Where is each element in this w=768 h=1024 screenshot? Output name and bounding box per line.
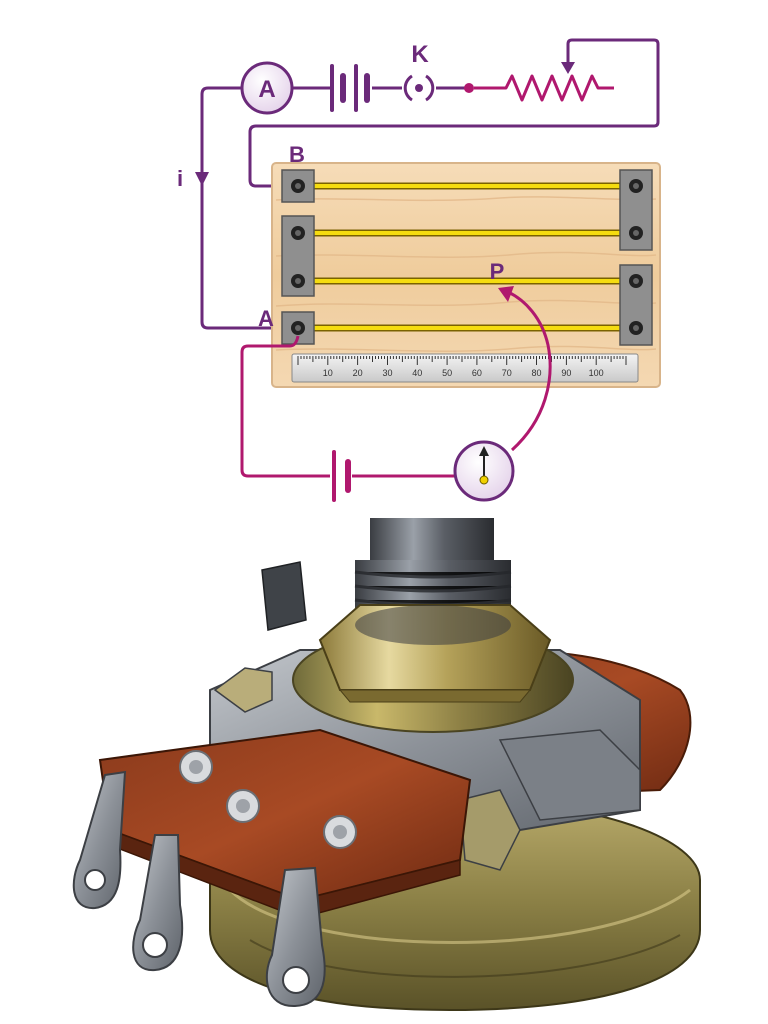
- scale-tick-label: 70: [502, 368, 512, 378]
- terminal-blocks: [281, 169, 653, 346]
- terminal-b-label: B: [289, 142, 305, 167]
- terminal-a-label: A: [258, 306, 274, 331]
- potentiometer-component-image: [72, 518, 701, 1012]
- cell-icon: [332, 450, 351, 502]
- battery-icon: [330, 64, 370, 112]
- key-label: K: [411, 41, 429, 68]
- current-label: i: [177, 166, 183, 191]
- secondary-circuit-wire: [240, 290, 552, 478]
- resistance-wires: [300, 182, 636, 332]
- wooden-board: [271, 162, 661, 388]
- key-icon: [403, 74, 435, 102]
- scale-tick-label: 30: [382, 368, 392, 378]
- scale-tick-label: 80: [531, 368, 541, 378]
- ammeter-label: A: [258, 76, 275, 103]
- ammeter-icon: [240, 61, 294, 115]
- scale-tick-label: 10: [323, 368, 333, 378]
- jockey-arrow: [498, 286, 514, 302]
- primary-circuit-wire: [200, 38, 660, 330]
- scale-tick-label: 100: [589, 368, 604, 378]
- scale-tick-label: 20: [353, 368, 363, 378]
- rivets: [179, 750, 357, 849]
- meter-scale: 10 20 30 40 50 60 70 80 90 100: [291, 353, 639, 383]
- scale-tick-label: 60: [472, 368, 482, 378]
- galvanometer-icon: [453, 440, 515, 502]
- current-direction-arrow: [195, 172, 209, 186]
- scale-tick-label: 50: [442, 368, 452, 378]
- solder-lugs: [72, 770, 326, 1008]
- jockey-point-label: P: [490, 259, 505, 284]
- circuit-diagram: A K i: [177, 38, 661, 502]
- rheostat-icon: [464, 62, 614, 102]
- scale-tick-label: 40: [412, 368, 422, 378]
- scale-tick-label: 90: [561, 368, 571, 378]
